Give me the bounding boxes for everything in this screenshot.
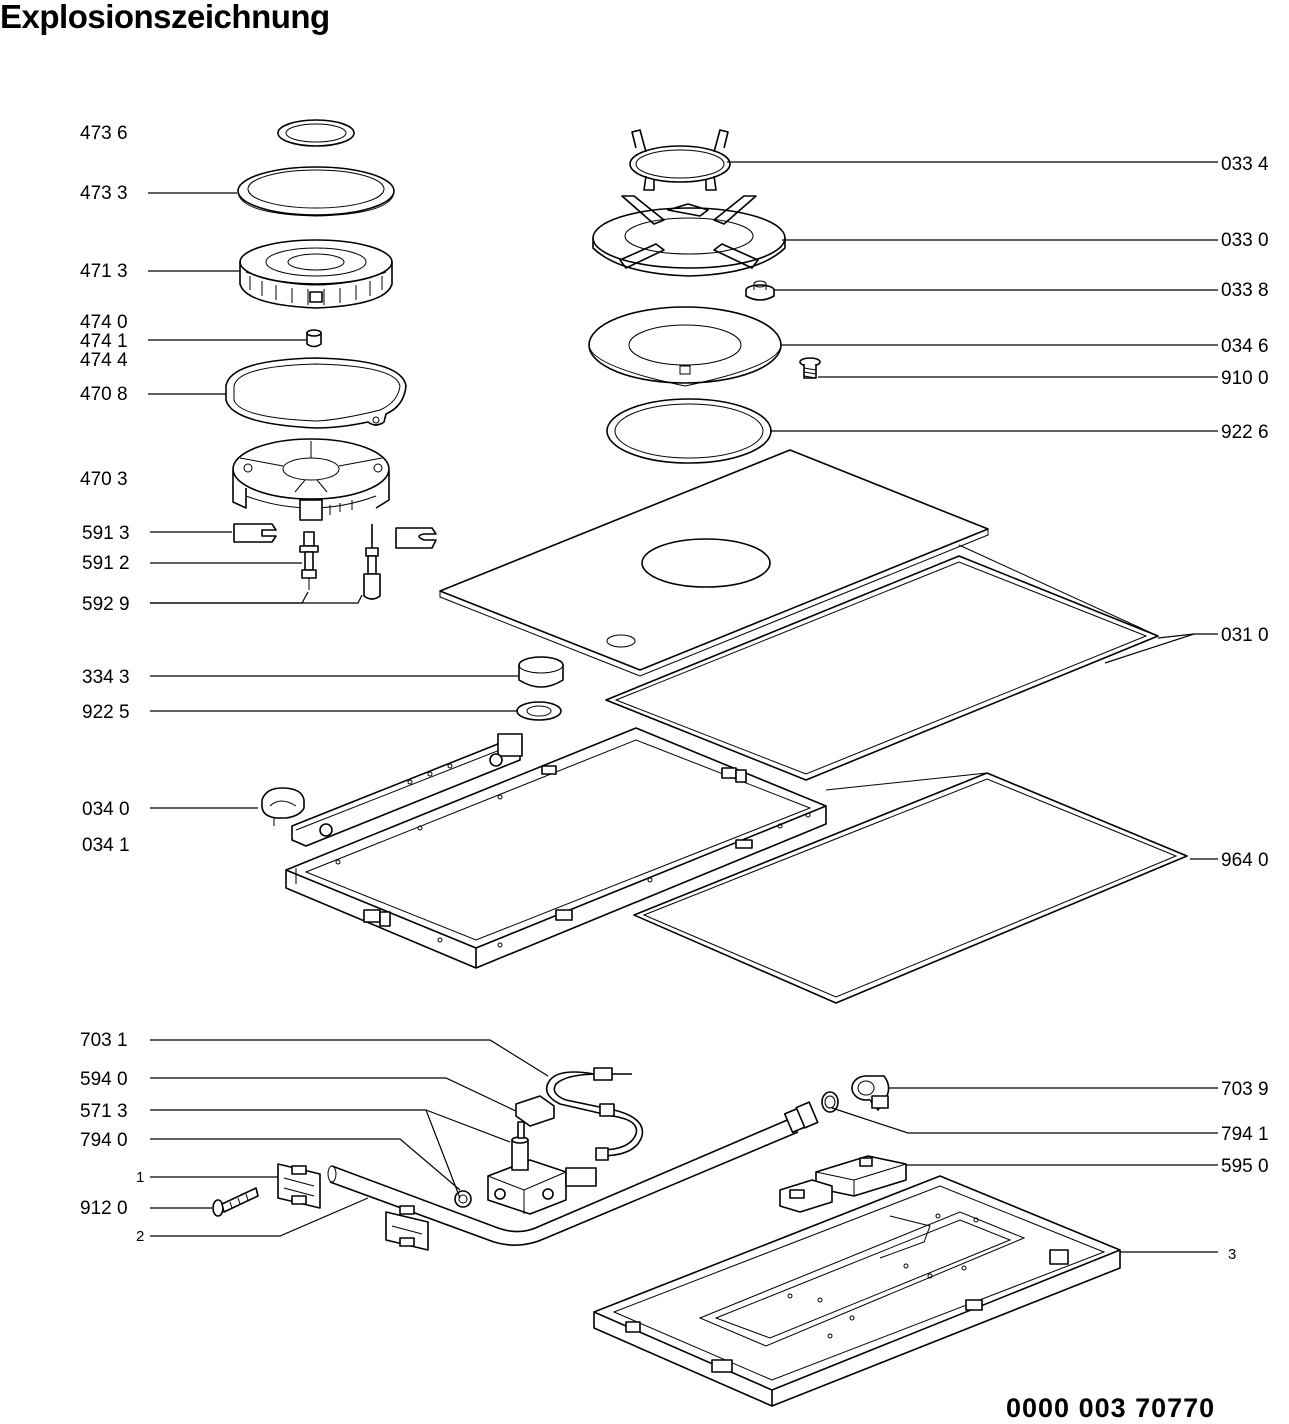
label-0340: 034 0 [82,799,130,820]
label-4713: 471 3 [80,261,128,282]
label-0330: 033 0 [1221,230,1269,251]
label-5912: 591 2 [82,553,130,574]
mounting-frame [285,727,827,969]
gas-pipe-2 [327,1101,819,1246]
label-3: 3 [1228,1246,1236,1263]
control-knob-3343 [518,656,564,688]
label-5713: 571 3 [80,1101,128,1122]
pan-support-0330 [592,195,786,277]
screw-9100 [799,357,821,379]
label-4741: 474 1 [80,331,128,352]
page-title: Explosionszeichnung [0,0,330,35]
burner-base-4703 [232,438,390,521]
bottom-housing-3 [593,1175,1121,1407]
label-9120: 912 0 [80,1198,128,1219]
label-0310: 031 0 [1221,625,1269,646]
small-pan-support-0334 [629,129,731,191]
seal-ring-7941 [821,1091,839,1113]
frame-seal-0310 [605,544,1159,781]
label-4703: 470 3 [80,469,128,490]
leader-lines [148,161,1218,1253]
label-7940: 794 0 [80,1130,128,1151]
label-0338: 033 8 [1221,280,1269,301]
knob-seal-9225 [516,701,562,721]
ignition-electrode-5929 [363,524,381,600]
screw-9120 [212,1187,259,1217]
burner-head-4713 [239,239,393,309]
gasket-ring-9226 [606,398,772,464]
burner-cap-small-4736 [277,119,355,147]
retaining-clip-5913 [233,523,437,549]
label-4708: 470 8 [80,384,128,405]
injector-nozzle-4741 [306,329,322,348]
label-9225: 922 5 [82,702,130,723]
label-0334: 033 4 [1221,154,1269,175]
label-5940: 594 0 [80,1069,128,1090]
bracket-1 [277,1163,321,1209]
label-2: 2 [136,1228,144,1245]
clamp-0340 [261,787,305,826]
ignition-module-5950 [779,1155,907,1213]
trim-ring-0346 [588,306,782,387]
label-7039: 703 9 [1221,1079,1269,1100]
label-4736: 473 6 [80,123,128,144]
label-3343: 334 3 [82,667,130,688]
right-labels: 033 4 033 0 033 8 034 6 910 0 922 6 031 … [1221,154,1269,1263]
thermocouple-cable-7031 [545,1067,644,1157]
label-5929: 592 9 [82,594,130,615]
pan-support-foot-0338 [745,280,775,301]
label-4744: 474 4 [80,350,128,371]
document-number: 0000 003 70770 [1006,1393,1216,1423]
bottom-seal-9640 [633,772,1188,1004]
left-labels: 473 6 473 3 471 3 474 0 474 1 474 4 470 … [80,123,144,1245]
label-7941: 794 1 [1221,1124,1269,1145]
gas-valve-5713 [487,1136,609,1215]
label-0341: 034 1 [82,835,130,856]
bracket-1b [385,1205,429,1251]
side-bracket [291,733,523,847]
spring-clip-5940 [515,1095,555,1139]
glass-top-plate-0310 [439,449,989,677]
label-9226: 922 6 [1221,422,1269,443]
label-5950: 595 0 [1221,1156,1269,1177]
label-9100: 910 0 [1221,368,1269,389]
label-5913: 591 3 [82,523,130,544]
burner-gasket-4708 [225,357,407,429]
elbow-connector-7039 [851,1075,890,1111]
label-9640: 964 0 [1221,850,1269,871]
burner-cap-ring-4733 [237,166,395,217]
label-4733: 473 3 [80,183,128,204]
thermocouple-5912 [299,531,319,590]
label-1: 1 [136,1169,144,1186]
label-0346: 034 6 [1221,336,1269,357]
washer-7940 [454,1190,472,1208]
label-7031: 703 1 [80,1030,128,1051]
label-4740: 474 0 [80,312,128,333]
